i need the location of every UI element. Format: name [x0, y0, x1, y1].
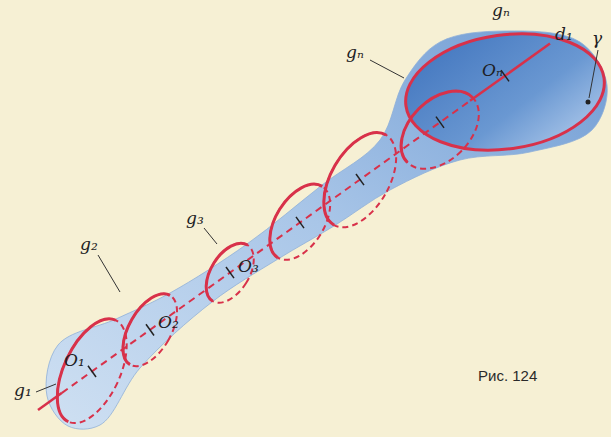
center-tick: [88, 366, 96, 377]
opening: [398, 22, 611, 163]
surface-dot: [586, 100, 591, 105]
center-tick: [226, 267, 234, 278]
circle-visible-part: [324, 133, 386, 225]
curve-label: gₙ: [492, 2, 510, 19]
leader-lines: [36, 50, 598, 392]
curve-label: g₁: [14, 382, 32, 399]
circle-visible-part: [270, 184, 322, 257]
circle-hidden-part: [386, 76, 493, 183]
axis-hidden: [62, 101, 470, 393]
circle-visible-part: [401, 91, 472, 162]
center-label: O₁: [64, 352, 85, 369]
axis: [470, 44, 550, 101]
curve-label: gₙ: [346, 44, 364, 61]
circle-visible-part: [57, 319, 115, 422]
center-tick: [356, 174, 364, 185]
surface-label: γ: [592, 30, 602, 47]
axis: [38, 393, 62, 410]
curve-label: g₃: [186, 210, 204, 227]
center-label: Oₙ: [482, 62, 503, 79]
circle-hidden-part: [112, 285, 188, 375]
figure-caption: Рис. 124: [478, 368, 537, 383]
center-tick: [146, 324, 154, 335]
center-tick: [436, 117, 444, 128]
circle-hidden-part: [196, 235, 263, 311]
center-label: O₂: [158, 314, 179, 331]
curve-label: g₂: [80, 236, 98, 253]
axis-label: d₁: [555, 26, 573, 43]
center-label: O₃: [238, 258, 259, 275]
rim-circle: [398, 22, 611, 163]
circle-hidden-part: [309, 120, 411, 239]
center-tick: [296, 217, 304, 228]
